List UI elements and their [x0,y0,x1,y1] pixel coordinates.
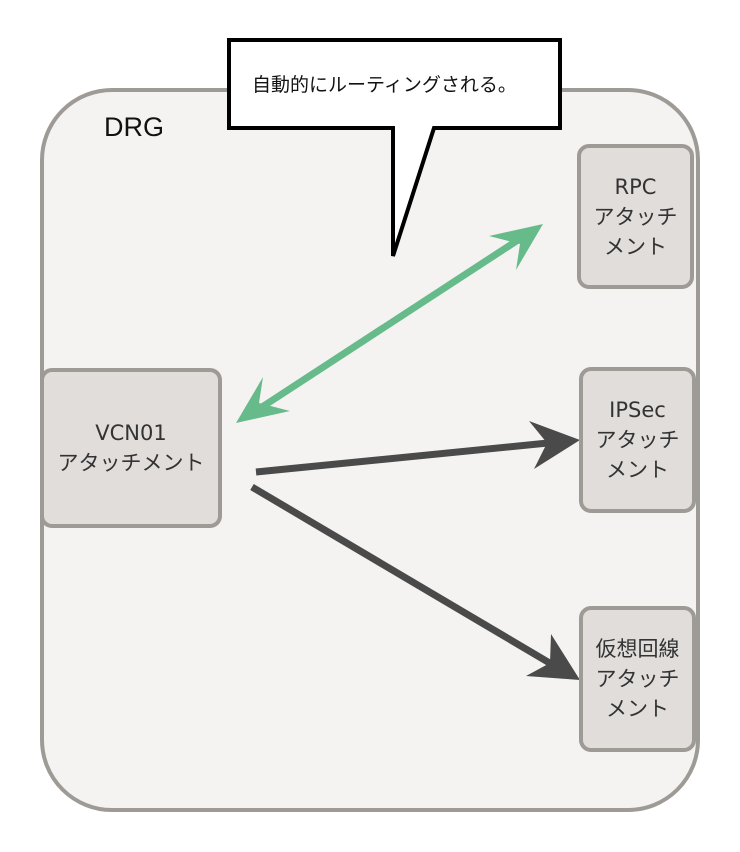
drg-label: DRG [104,112,164,142]
vcn01-attachment-node[interactable]: VCN01 アタッチメント [40,368,222,528]
node-label-line1: VCN01 [95,421,167,445]
node-label-line3: メント [604,234,667,259]
node-label-line2: アタッチ [593,204,678,229]
node-label-line1: IPSec [609,398,666,422]
ipsec-attachment-node[interactable]: IPSec アタッチ メント [579,367,696,513]
callout-text: 自動的にルーティングされる。 [252,74,517,96]
node-label-line2: アタッチ [595,667,680,691]
node-label-line1: 仮想回線 [595,637,680,661]
node-label-line2: アタッチメント [57,451,205,475]
node-label-line1: RPC [614,174,657,199]
node-label-line3: メント [606,697,669,721]
node-label-line2: アタッチ [595,428,680,452]
node-label-line3: メント [606,458,669,482]
virtual-circuit-attachment-node[interactable]: 仮想回線 アタッチ メント [579,606,696,752]
rpc-attachment-node[interactable]: RPC アタッチ メント [577,144,694,289]
